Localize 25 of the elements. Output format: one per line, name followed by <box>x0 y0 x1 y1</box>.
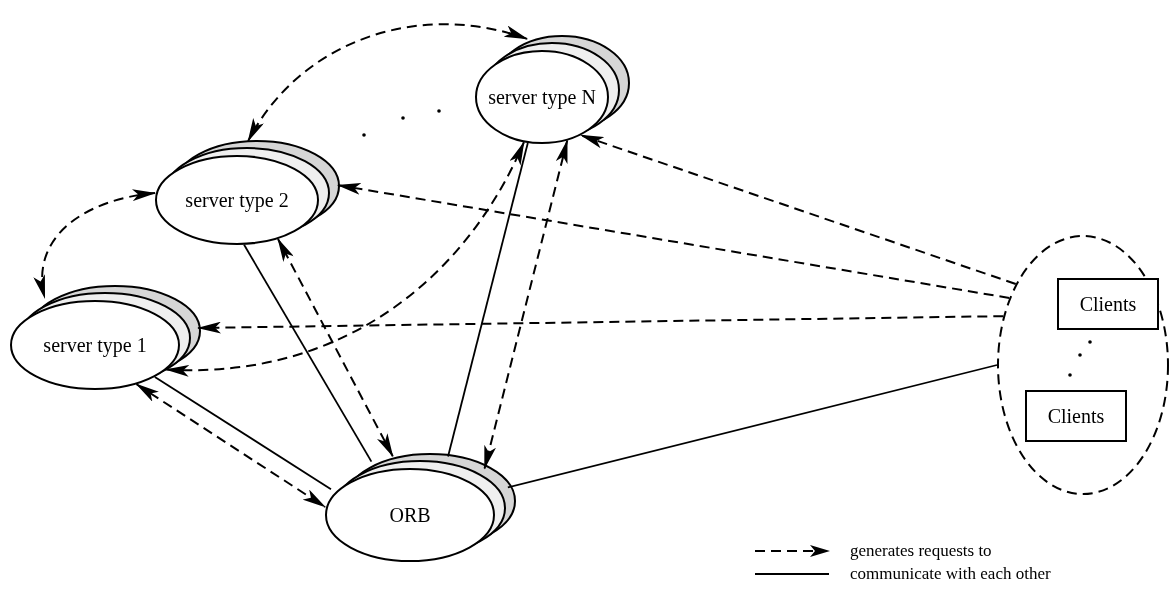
node-label: server type 2 <box>185 188 289 212</box>
node-label: server type 1 <box>43 333 147 357</box>
arrow <box>277 237 394 458</box>
connector-line <box>153 376 332 491</box>
arrow <box>165 141 525 376</box>
arrow <box>35 190 157 299</box>
arrow <box>197 315 1005 334</box>
stacked-ellipse <box>10 286 202 392</box>
client-box: Clients <box>1025 390 1127 442</box>
connector-line <box>243 243 373 463</box>
stacked-ellipse <box>325 454 517 564</box>
legend-label: generates requests to <box>850 541 992 561</box>
stacked-ellipse <box>155 141 341 247</box>
node-label: ORB <box>389 503 431 527</box>
stacked-ellipse <box>475 36 631 146</box>
arrow <box>579 134 1017 285</box>
arrow <box>247 23 529 143</box>
connector-line <box>506 364 998 489</box>
dashed-ellipse <box>997 235 1169 495</box>
arrow <box>336 183 1011 299</box>
client-box: Clients <box>1057 278 1159 330</box>
arrow <box>483 139 569 470</box>
node-label: server type N <box>488 85 596 109</box>
legend-label: communicate with each other <box>850 564 1051 584</box>
arrow <box>135 383 326 508</box>
